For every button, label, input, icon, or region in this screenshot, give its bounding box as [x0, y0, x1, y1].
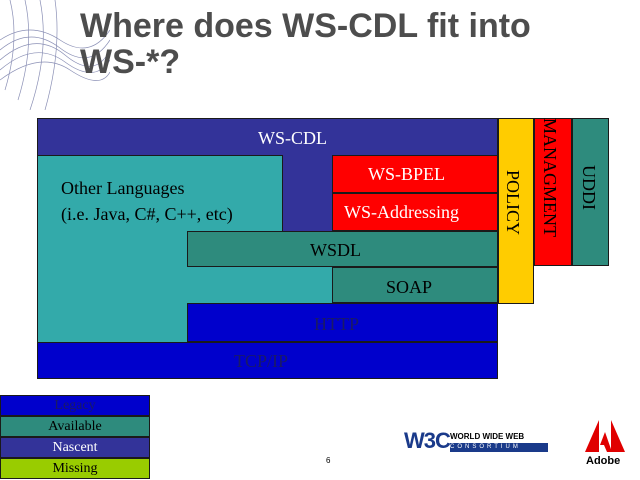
managment-label: MANAGMENT	[540, 118, 560, 237]
legend-nascent: Nascent	[0, 437, 150, 458]
policy-block	[498, 118, 534, 304]
managment-block	[534, 118, 572, 266]
adobe-logo-mark	[585, 420, 625, 452]
adobe-logo: Adobe	[583, 420, 627, 472]
title-line-2: WS-*?	[80, 43, 181, 81]
w3c-logo: W3C WORLD WIDE WEB CONSORTIUM	[404, 428, 554, 458]
adobe-logo-text: Adobe	[586, 455, 621, 467]
soap-label: SOAP	[386, 277, 433, 297]
legend-legacy: Legacy	[0, 395, 150, 416]
ws-cdl-connector	[283, 155, 333, 231]
legend-missing: Missing	[0, 458, 150, 479]
uddi-block	[572, 118, 609, 266]
ws-addressing-block	[332, 193, 498, 231]
ws-bpel-label: WS-BPEL	[368, 164, 446, 184]
ws-bpel-block	[332, 155, 498, 193]
slide-title: Where does WS-CDL fit into WS-*?	[80, 8, 620, 80]
policy-label: POLICY	[503, 170, 523, 236]
other-languages-label-1: Other Languages	[61, 178, 185, 198]
ws-cdl-label: WS-CDL	[258, 128, 327, 148]
decorative-swirl	[0, 0, 110, 110]
wsdl-block	[187, 231, 498, 267]
page-number: 6	[326, 456, 331, 465]
w3c-logo-text: W3C	[404, 428, 451, 453]
w3c-tagline-1: WORLD WIDE WEB	[450, 432, 525, 441]
http-label: HTTP	[314, 314, 359, 334]
tcpip-label: TCP/IP	[234, 351, 289, 371]
ws-addressing-label: WS-Addressing	[344, 202, 459, 222]
legend-available: Available	[0, 416, 150, 437]
w3c-tagline-2: CONSORTIUM	[450, 443, 548, 452]
other-languages-label-2: (i.e. Java, C#, C++, etc)	[61, 204, 233, 224]
http-block	[187, 303, 498, 342]
title-line-1: Where does WS-CDL fit into	[80, 7, 531, 45]
tcpip-block	[37, 342, 498, 379]
uddi-label: UDDI	[579, 165, 599, 210]
soap-block	[332, 267, 498, 303]
wsdl-label: WSDL	[310, 240, 361, 260]
